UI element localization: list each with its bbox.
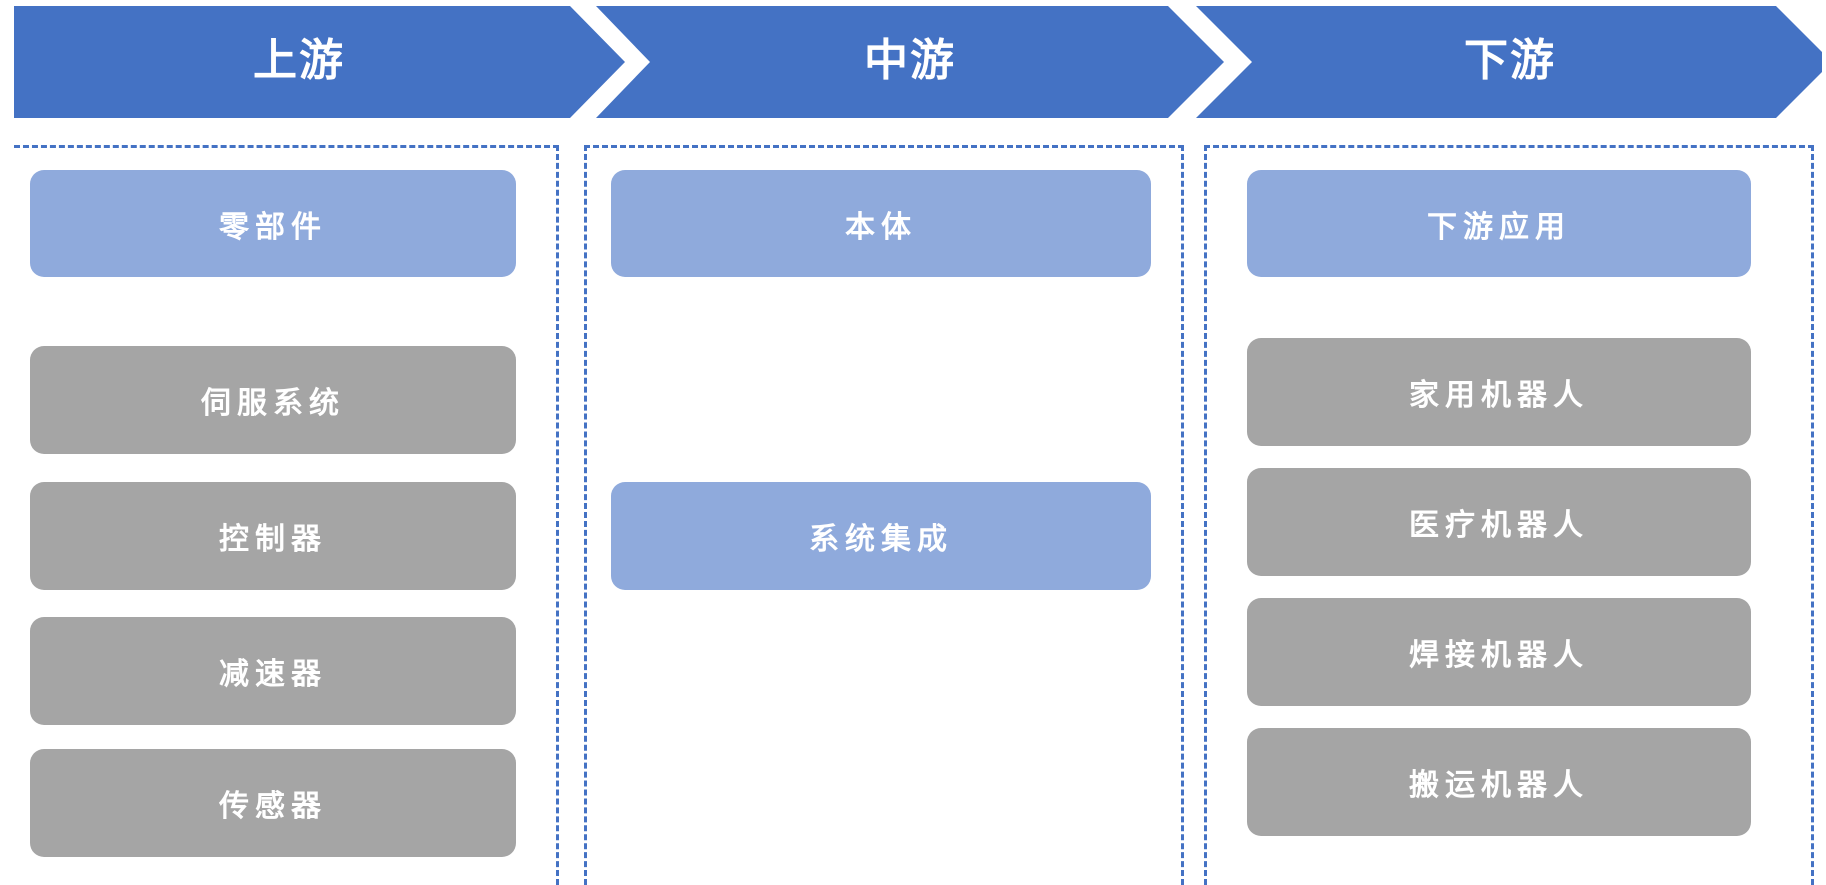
header-chevron-midstream	[596, 6, 1224, 118]
item-box-medical-robot: 医疗机器人	[1247, 468, 1751, 576]
category-box-system-integration: 系统集成	[611, 482, 1151, 590]
header-chevron-bar	[14, 6, 1822, 118]
category-label: 本体	[845, 209, 917, 245]
category-box-components: 零部件	[30, 170, 516, 277]
item-box-handling-robot: 搬运机器人	[1247, 728, 1751, 836]
header-chevron-downstream	[1196, 6, 1822, 118]
header-midstream-label: 中游	[864, 35, 956, 86]
item-box-home-robot: 家用机器人	[1247, 338, 1751, 446]
item-label: 搬运机器人	[1409, 768, 1589, 803]
category-box-downstream-applications: 下游应用	[1247, 170, 1751, 277]
item-label: 伺服系统	[201, 386, 345, 421]
item-box-servo-system: 伺服系统	[30, 346, 516, 454]
item-box-reducer: 减速器	[30, 617, 516, 725]
item-label: 传感器	[219, 789, 327, 824]
header-downstream-label: 下游	[1464, 35, 1556, 86]
upstream-frame	[14, 145, 559, 885]
item-label: 医疗机器人	[1409, 508, 1589, 543]
category-label: 零部件	[219, 209, 327, 245]
item-label: 焊接机器人	[1409, 638, 1589, 673]
downstream-frame	[1204, 145, 1814, 885]
item-box-sensor: 传感器	[30, 749, 516, 857]
item-label: 控制器	[219, 522, 327, 557]
midstream-frame	[584, 145, 1184, 885]
category-box-body: 本体	[611, 170, 1151, 277]
header-upstream-label: 上游	[253, 35, 345, 86]
header-chevron-upstream	[14, 6, 625, 118]
category-label: 下游应用	[1427, 209, 1571, 245]
item-label: 减速器	[219, 657, 327, 692]
item-box-controller: 控制器	[30, 482, 516, 590]
category-label: 系统集成	[809, 522, 953, 557]
item-label: 家用机器人	[1409, 378, 1589, 413]
item-box-welding-robot: 焊接机器人	[1247, 598, 1751, 706]
